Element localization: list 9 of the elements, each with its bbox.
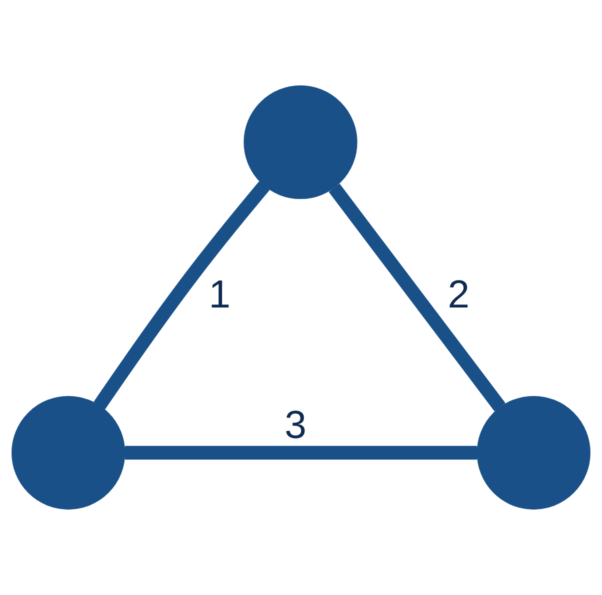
edge-label: 2: [448, 273, 470, 316]
node-circle: [244, 85, 358, 200]
connector: [124, 446, 478, 460]
connector: [94, 181, 270, 410]
node-circle: [12, 396, 126, 510]
node-circle: [476, 396, 590, 510]
edge-label: 1: [208, 273, 231, 316]
connector: [328, 184, 506, 412]
edge-label: 3: [284, 404, 306, 448]
